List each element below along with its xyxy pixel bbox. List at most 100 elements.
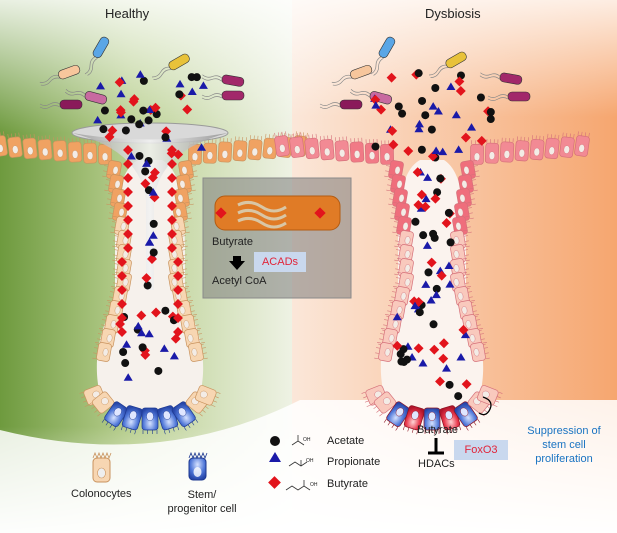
surface-colonocyte-microvilli xyxy=(350,137,363,143)
stem-cell-nucleus xyxy=(428,411,436,421)
surface-colonocyte-nucleus xyxy=(12,145,19,154)
butyrate-molecule xyxy=(409,296,420,307)
propionate-molecule xyxy=(414,119,424,128)
stem-cell xyxy=(101,401,129,431)
surface-colonocyte-microvilli xyxy=(577,131,590,137)
surface-colonocyte-nucleus xyxy=(27,146,34,155)
propionate-molecule xyxy=(438,147,448,156)
base-colonocyte-microvilli xyxy=(211,391,221,407)
crypt-colonocyte-microvilli xyxy=(180,244,188,262)
crypt-colonocyte-microvilli xyxy=(462,258,470,276)
surface-colonocyte xyxy=(529,135,545,161)
bacterium-icon-body xyxy=(499,72,523,85)
crypt-colonocyte-nucleus xyxy=(114,180,121,189)
butyrate-molecule xyxy=(438,338,449,349)
surface-colonocyte xyxy=(334,136,350,162)
stem-cell-microvilli xyxy=(101,419,117,431)
butyrate-molecule xyxy=(173,285,183,295)
bacterium-icon-flagella xyxy=(331,74,352,86)
butyrate-molecule xyxy=(173,257,183,267)
crypt-colonocyte-microvilli xyxy=(470,300,478,318)
acetate-molecule xyxy=(144,116,153,125)
crypt-colonocyte-microvilli xyxy=(184,286,192,304)
propionate-molecule xyxy=(145,238,155,246)
propionate-molecule xyxy=(187,87,197,95)
bacterium-icon xyxy=(370,36,396,76)
crypt-colonocyte-microvilli xyxy=(478,328,486,346)
butyrate-molecule xyxy=(104,131,115,142)
metabolism-inset xyxy=(202,177,352,299)
butyrate-molecule xyxy=(123,145,133,155)
acetate-molecule xyxy=(427,125,436,134)
crypt-colonocyte-nucleus xyxy=(459,194,466,203)
surface-colonocyte-microvilli xyxy=(562,132,575,138)
acetate-molecule xyxy=(445,380,454,389)
crypt-colonocyte-microvilli xyxy=(196,328,204,346)
acetate-molecule xyxy=(154,366,163,375)
propionate-structure-icon xyxy=(288,460,308,467)
surface-colonocyte xyxy=(274,131,290,157)
stem-cell-microvilli xyxy=(120,426,137,435)
surface-colonocyte-nucleus xyxy=(221,150,228,159)
healthy-title: Healthy xyxy=(105,6,150,21)
crypt-colonocyte-nucleus xyxy=(179,306,186,315)
crypt-colonocyte-microvilli xyxy=(186,188,194,206)
propionate-molecule xyxy=(426,296,436,304)
inset-butyrate-diamond xyxy=(215,207,227,219)
stem-cell xyxy=(423,407,441,434)
bacterium-icon xyxy=(331,64,373,86)
propionate-molecule xyxy=(126,152,136,160)
propionate-molecule xyxy=(169,351,179,360)
crypt-colonocyte-microvilli xyxy=(482,342,490,360)
legend-acetate-icon xyxy=(270,436,280,446)
inhibition-icon xyxy=(428,438,444,455)
surface-colonocyte xyxy=(217,137,233,163)
bacterium-icon-flagella xyxy=(429,64,448,78)
legend-propionate-label: Propionate xyxy=(327,456,381,468)
propionate-molecule xyxy=(133,321,143,330)
butyrate-molecule xyxy=(140,178,151,189)
base-colonocyte-nucleus xyxy=(101,397,109,405)
butyrate-molecule xyxy=(167,159,177,169)
acetate-molecule xyxy=(419,231,428,240)
base-colonocyte-nucleus xyxy=(383,397,391,405)
stem-cell-microvilli xyxy=(142,430,158,434)
butyrate-molecule xyxy=(150,102,161,113)
crypt-colonocyte-microvilli xyxy=(112,272,120,290)
acetate-molecule xyxy=(432,284,441,293)
base-colonocyte-microvilli xyxy=(370,402,383,417)
acetate-molecule xyxy=(415,308,424,317)
crypt-colonocyte-nucleus xyxy=(404,250,411,259)
crypt-colonocyte-microvilli xyxy=(394,258,402,276)
crypt-colonocyte-nucleus xyxy=(469,334,476,343)
crypt-colonocyte-nucleus xyxy=(396,306,403,315)
crypt-colonocyte-nucleus xyxy=(177,194,184,203)
crypt-colonocyte-microvilli xyxy=(110,216,118,234)
bacterium-icon-body xyxy=(92,36,110,58)
surface-colonocyte-nucleus xyxy=(309,146,316,155)
surface-colonocyte-nucleus xyxy=(563,145,570,154)
crypt-colonocyte-nucleus xyxy=(102,348,109,357)
dysbiosis-butyrate-label: Butyrate xyxy=(417,424,458,436)
acetate-molecule xyxy=(161,133,170,142)
surface-colonocyte-microvilli xyxy=(547,133,560,140)
surface-colonocyte xyxy=(37,135,53,161)
butyrate-molecule xyxy=(458,324,469,335)
surface-colonocyte-nucleus xyxy=(279,144,286,153)
surface-colonocyte-nucleus xyxy=(206,151,213,160)
crypt-colonocyte xyxy=(470,342,490,362)
crypt-colonocyte-nucleus xyxy=(122,278,129,287)
propionate-molecule xyxy=(421,194,431,203)
crypt-colonocyte-nucleus xyxy=(461,180,468,189)
crypt-colonocyte-nucleus xyxy=(173,222,180,231)
crypt-colonocyte-microvilli xyxy=(92,342,100,360)
surface-colonocyte xyxy=(484,139,500,164)
butyrate-molecule xyxy=(116,107,126,118)
dysbiosis-title: Dysbiosis xyxy=(425,6,481,21)
crypt-colonocyte-microvilli xyxy=(462,244,470,262)
surface-colonocyte xyxy=(559,132,575,158)
acetate-molecule xyxy=(144,186,153,195)
crypt-colonocyte-microvilli xyxy=(394,230,402,248)
surface-colonocyte-nucleus xyxy=(72,150,79,159)
propionate-molecule xyxy=(428,102,438,110)
